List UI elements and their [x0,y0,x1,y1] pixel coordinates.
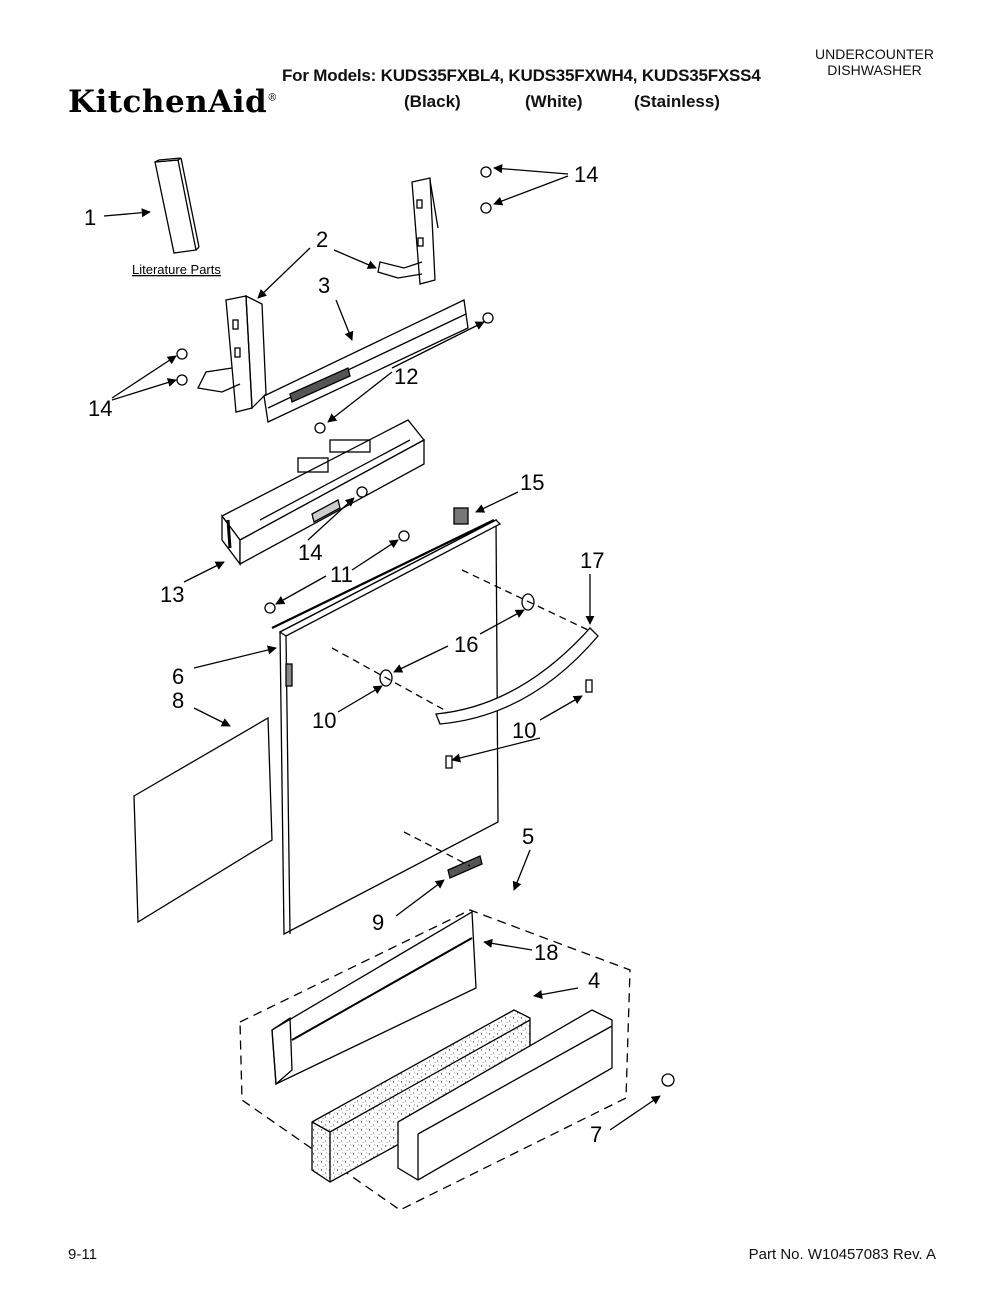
variant-stainless: (Stainless) [634,92,720,111]
vent-trim-part [263,299,469,423]
door-bracket-right-part [377,177,439,285]
kick-plate-part [397,1009,613,1181]
category-line-2: DISHWASHER [827,62,922,78]
toe-kick-assembly-outline [239,909,631,1211]
callout-16: 16 [454,632,478,657]
callout-15: 15 [520,470,544,495]
callout-7: 7 [590,1122,602,1147]
callout-10-left: 10 [312,708,336,733]
footer-date: 9-11 [68,1246,97,1263]
literature-parts-label: Literature Parts [132,262,221,277]
models-line: For Models: KUDS35FXBL4, KUDS35FXWH4, KU… [282,66,761,85]
callout-17: 17 [580,548,604,573]
product-category: UNDERCOUNTER DISHWASHER [815,46,934,78]
callout-6: 6 [172,664,184,689]
callout-11: 11 [330,562,353,587]
callout-5: 5 [522,824,534,849]
variant-white: (White) [525,92,583,111]
screw-parts [176,166,675,1087]
category-line-1: UNDERCOUNTER [815,46,934,62]
callout-3: 3 [318,273,330,298]
callout-12: 12 [394,364,418,389]
inner-panel-part [133,716,273,924]
door-handle-part [435,627,599,769]
callout-10-right: 10 [512,718,536,743]
callout-9: 9 [372,910,384,935]
callout-8: 8 [172,688,184,713]
callout-13: 13 [160,582,184,607]
outer-door-panel-part [278,507,502,936]
brand-logo: KitchenAid® [68,84,278,120]
callout-14-middle: 14 [298,540,322,565]
callout-numbers: 1 2 3 4 5 6 7 8 9 10 10 11 12 13 14 14 1… [84,162,604,1147]
door-bracket-left-part [197,294,267,413]
badge-part [447,855,483,879]
callout-14-left: 14 [88,396,112,421]
leader-arrows [103,164,661,1131]
callout-4: 4 [588,968,600,993]
top-strip-part [271,519,495,629]
control-module-part [221,419,425,566]
literature-booklet-part [154,157,200,254]
callout-14-top: 14 [574,162,598,187]
callout-2: 2 [316,227,328,252]
callout-18: 18 [534,940,558,965]
callout-1: 1 [84,205,96,230]
toe-panel-part [271,910,477,1086]
alignment-lines [331,569,589,867]
variant-black: (Black) [404,92,461,111]
footer-part-number: Part No. W10457083 Rev. A [748,1246,936,1263]
